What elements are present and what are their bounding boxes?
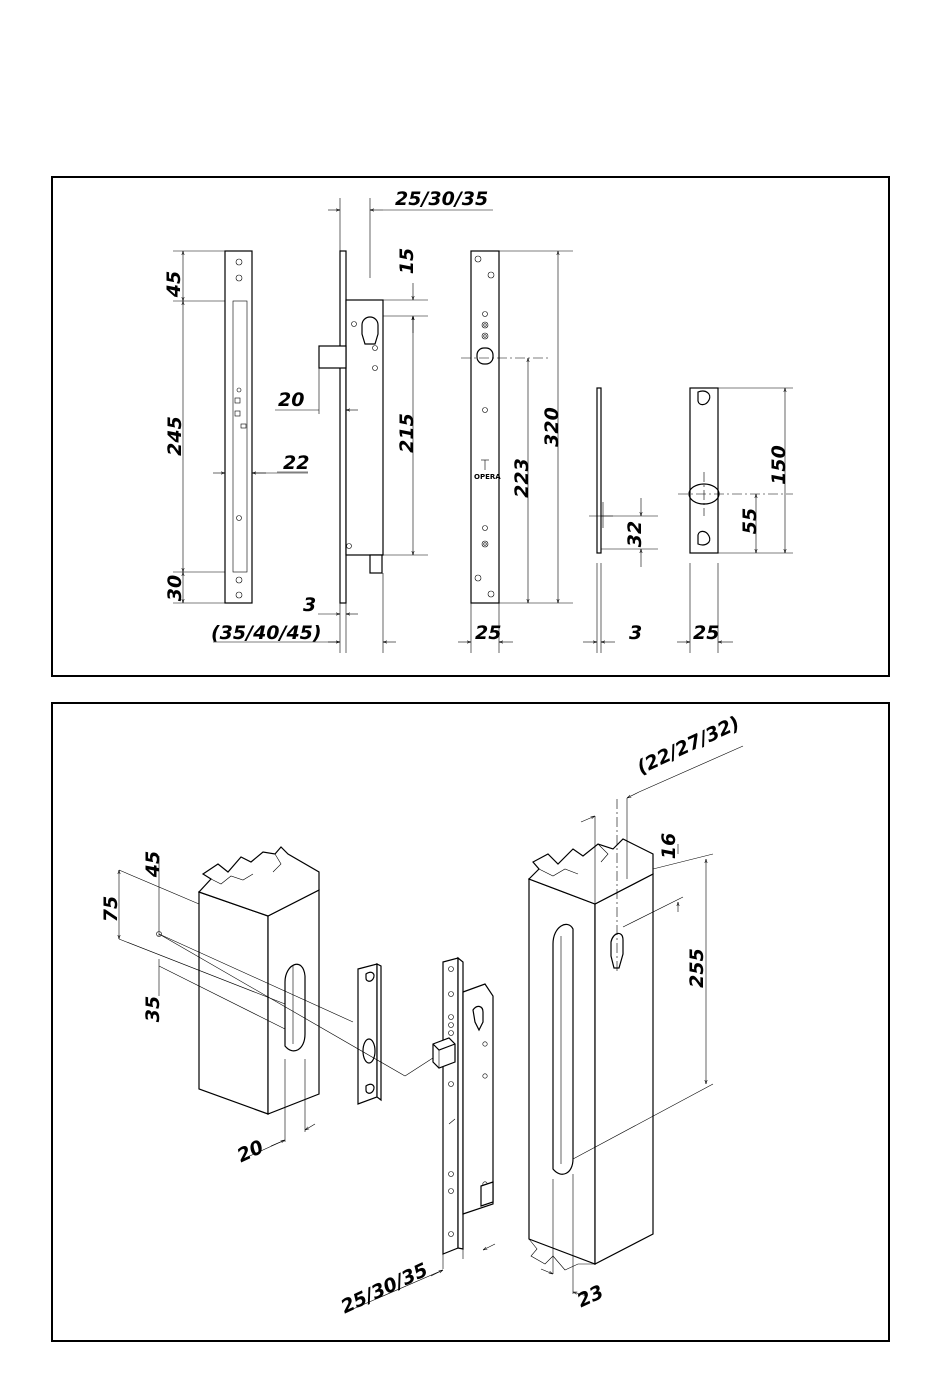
strike-plate — [358, 964, 381, 1104]
lock-body — [433, 958, 493, 1254]
dim-215: 215 — [396, 413, 418, 453]
orthographic-drawing: 45 245 30 22 25/30/35 15 215 — [53, 178, 892, 679]
lock-body-dims: 25/30/35 — [338, 1244, 495, 1318]
dim-223: 223 — [511, 458, 533, 498]
strike-plate-front-view: 150 55 25 — [677, 388, 793, 653]
lock-body-side-view: 45 245 30 22 — [163, 251, 309, 603]
dim-3-strike: 3 — [629, 622, 642, 644]
iso-dim-35: 35 — [142, 996, 164, 1022]
dim-45: 45 — [163, 271, 185, 298]
iso-dim-16: 16 — [658, 833, 680, 859]
lock-case-view: 25/30/35 15 215 20 3 (35/40/45) — [211, 188, 493, 653]
iso-dim-75: 75 — [100, 896, 122, 922]
dim-20: 20 — [278, 389, 304, 411]
iso-dim-23: 23 — [574, 1281, 607, 1312]
iso-dim-door-thickness: (22/27/32) — [634, 712, 744, 779]
dim-22: 22 — [283, 452, 309, 474]
dim-245: 245 — [164, 416, 186, 456]
frame-block — [199, 847, 319, 1114]
dim-150: 150 — [768, 445, 790, 485]
iso-dim-45: 45 — [142, 851, 164, 878]
brand-mark: OPERA — [474, 473, 501, 481]
front-faceplate-view: OPERA 223 320 25 — [458, 251, 573, 653]
dim-25-faceplate: 25 — [475, 622, 501, 644]
iso-dim-20: 20 — [234, 1136, 267, 1167]
dim-32: 32 — [624, 521, 646, 547]
door-block — [529, 799, 653, 1270]
dim-15: 15 — [396, 248, 418, 274]
dim-backset-25-30-35: 25/30/35 — [395, 188, 488, 210]
iso-dim-backset: 25/30/35 — [338, 1259, 432, 1318]
dim-55: 55 — [739, 508, 761, 534]
strike-plate-side-view: 32 3 — [583, 388, 658, 653]
dim-3-faceplate: 3 — [303, 594, 316, 616]
isometric-assembly-panel: 75 45 35 20 — [51, 702, 890, 1342]
iso-dim-255: 255 — [686, 948, 708, 988]
dim-30: 30 — [164, 575, 186, 601]
isometric-drawing: 75 45 35 20 — [53, 704, 892, 1344]
orthographic-views-panel: 45 245 30 22 25/30/35 15 215 — [51, 176, 890, 677]
dim-320: 320 — [541, 407, 563, 447]
dim-faceplate-35-40-45: (35/40/45) — [211, 622, 322, 644]
dim-25-strike: 25 — [693, 622, 719, 644]
